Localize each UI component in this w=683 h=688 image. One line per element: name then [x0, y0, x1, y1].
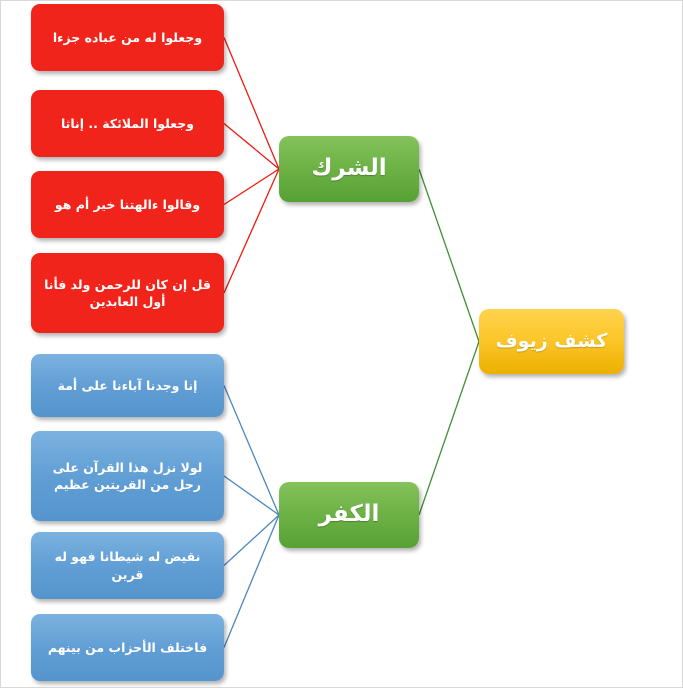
leaf-node-shirk-2[interactable]: وجعلوا الملائكة .. إناثا [31, 90, 224, 157]
edge-shirk-4-to-shirk [223, 168, 280, 294]
branch-node-kufr-label: الكفر [318, 501, 380, 528]
edge-kufr-4-to-kufr [223, 514, 280, 648]
edge-shirk-3-to-shirk [223, 168, 280, 206]
edge-kufr-2-to-kufr [223, 475, 280, 516]
leaf-node-kufr-3-label: نقيض له شيطانا فهو له قرين [54, 549, 201, 582]
leaf-node-kufr-4-label: فاختلف الأحزاب من بينهم [47, 639, 208, 655]
leaf-node-shirk-4[interactable]: قل إن كان للرحمن ولد فأنا أول العابدين [31, 253, 224, 333]
branch-node-shirk-label: الشرك [311, 155, 387, 182]
edge-kufr-1-to-kufr [223, 385, 280, 516]
branch-node-kufr[interactable]: الكفر [279, 482, 419, 548]
leaf-node-kufr-2[interactable]: لولا نزل هذا القرآن على رجل من القريتين … [31, 431, 224, 521]
root-node-label: كشف زيوف [495, 330, 608, 353]
leaf-node-kufr-2-label: لولا نزل هذا القرآن على رجل من القريتين … [52, 459, 203, 492]
leaf-node-shirk-1-label: وجعلوا له من عباده جزءا [52, 29, 203, 45]
edge-shirk-to-root [418, 168, 480, 342]
leaf-node-shirk-3[interactable]: وقالوا ءالهتنا خير أم هو [31, 171, 224, 238]
edge-shirk-2-to-shirk [223, 122, 280, 170]
leaf-node-kufr-3[interactable]: نقيض له شيطانا فهو له قرين [31, 532, 224, 599]
edge-shirk-1-to-shirk [223, 37, 280, 170]
branch-node-shirk[interactable]: الشرك [279, 136, 419, 202]
edge-kufr-to-root [418, 341, 480, 516]
leaf-node-shirk-2-label: وجعلوا الملائكة .. إناثا [60, 115, 195, 131]
leaf-node-shirk-1[interactable]: وجعلوا له من عباده جزءا [31, 4, 224, 71]
root-node[interactable]: كشف زيوف [479, 309, 624, 374]
leaf-node-shirk-4-label: قل إن كان للرحمن ولد فأنا أول العابدين [44, 276, 211, 309]
leaf-node-kufr-1-label: إنا وجدنا آباءنا على أمة [57, 377, 198, 393]
leaf-node-kufr-4[interactable]: فاختلف الأحزاب من بينهم [31, 614, 224, 681]
leaf-node-kufr-1[interactable]: إنا وجدنا آباءنا على أمة [31, 354, 224, 417]
leaf-node-shirk-3-label: وقالوا ءالهتنا خير أم هو [54, 196, 201, 212]
edge-kufr-3-to-kufr [223, 514, 280, 566]
